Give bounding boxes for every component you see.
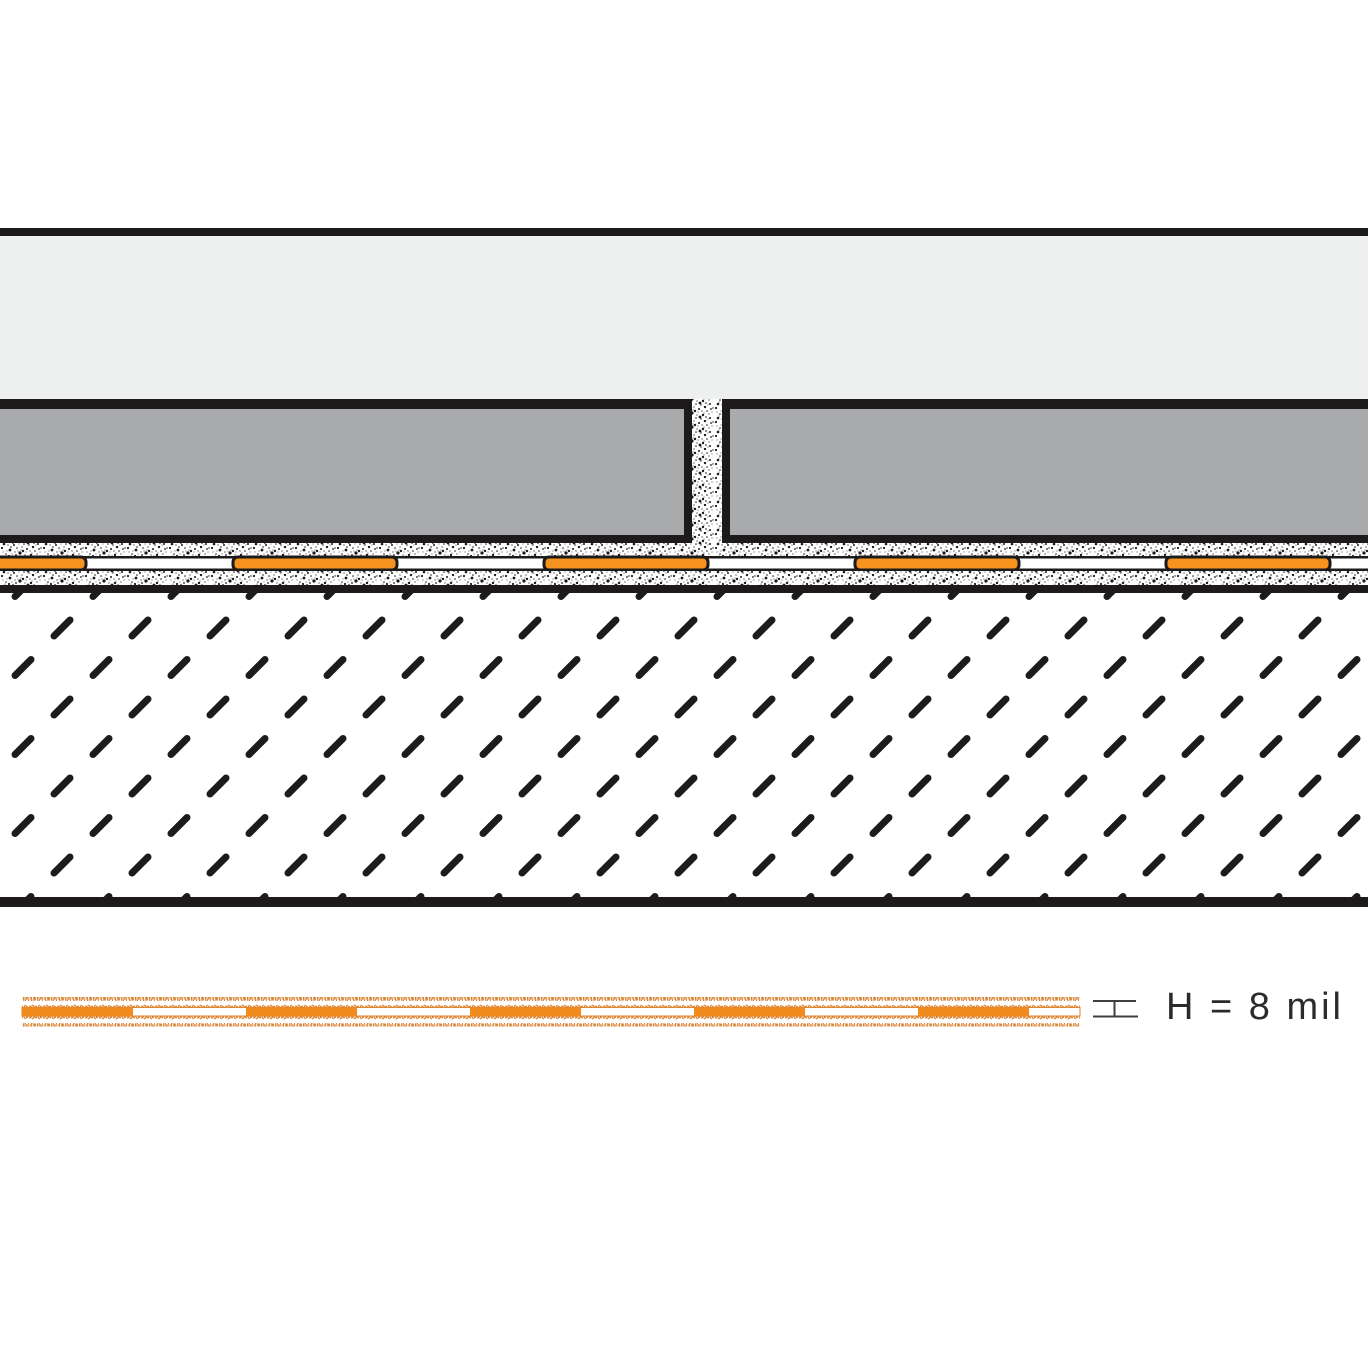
- membrane-segment: [542, 555, 710, 572]
- fleece-bottom: [22, 1015, 1080, 1027]
- grout-joint: [692, 399, 722, 543]
- membrane-segment: [0, 555, 88, 572]
- substrate-bottom-line: [0, 897, 1368, 907]
- tile-layer: [0, 399, 1368, 543]
- membrane-core-segment: [918, 1007, 1029, 1016]
- membrane-detail-strip: [21, 997, 1081, 1027]
- fleece-top: [22, 997, 1080, 1008]
- membrane-core-segment: [22, 1007, 133, 1016]
- membrane-segment: [1164, 555, 1332, 572]
- substrate-top-line: [0, 585, 1368, 593]
- covering-slab: [0, 236, 1368, 399]
- membrane-core-segment: [246, 1007, 357, 1016]
- thickness-label: H = 8 mil: [1166, 986, 1344, 1028]
- membrane-segment: [853, 555, 1021, 572]
- height-dimension-icon: [1093, 1000, 1138, 1018]
- membrane-layer: [0, 555, 1368, 572]
- thinset-mortar-upper: [0, 543, 1368, 556]
- top-boundary-line: [0, 228, 1368, 236]
- tile-left: [0, 409, 684, 535]
- tile-right: [730, 409, 1368, 535]
- membrane-core-segment: [470, 1007, 581, 1016]
- thinset-mortar-lower: [0, 571, 1368, 585]
- membrane-core-segment: [694, 1007, 805, 1016]
- membrane-segment: [231, 555, 399, 572]
- substrate-hatch: [0, 593, 1368, 897]
